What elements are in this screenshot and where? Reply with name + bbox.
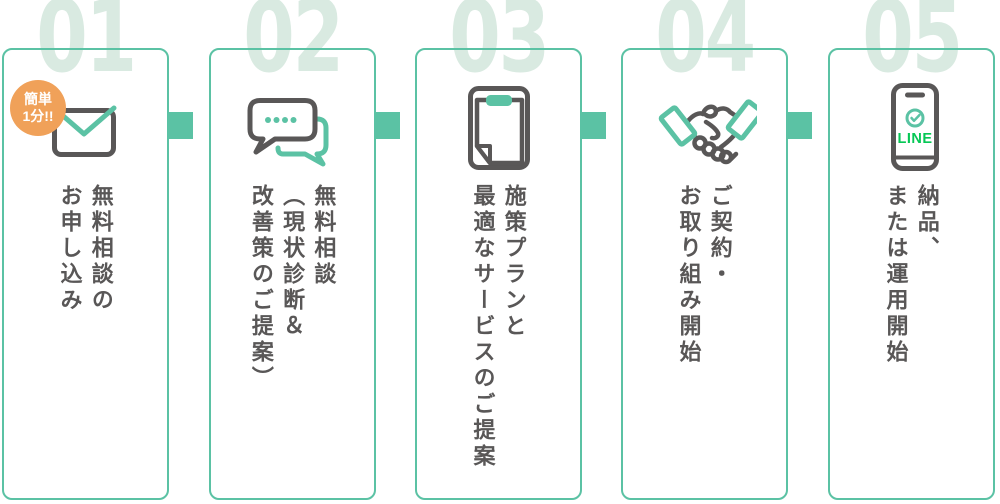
step-2: 02 無料相談 （現状診断＆ 改善策のご提案） [209, 0, 400, 504]
step-5: 05 LINE 納品、 または運用開始 [828, 0, 995, 504]
step-5-label: 納品、 または運用開始 [883, 184, 940, 366]
chat-bubbles-icon [245, 96, 345, 178]
step-2-label: 無料相談 （現状診断＆ 改善策のご提案） [248, 184, 337, 392]
step-3: 03 施策プランと 最適なサービスのご提案 [415, 0, 606, 504]
connector-square-1 [167, 112, 193, 139]
handshake-icon [655, 97, 765, 173]
step-3-label: 施策プランと 最適なサービスのご提案 [470, 184, 527, 470]
connector-square-4 [786, 112, 812, 139]
step-5-number: 05 [862, 0, 963, 95]
step-1: 01 簡単 1分!! 無料相談の お申し込み [2, 0, 193, 504]
connector-square-3 [580, 112, 606, 139]
step-1-number: 01 [36, 0, 137, 95]
step-2-number: 02 [243, 0, 344, 95]
smartphone-line-icon: LINE [890, 82, 940, 172]
connector-square-2 [374, 112, 400, 139]
badge-label: 簡単 1分!! [22, 91, 54, 124]
step-1-label: 無料相談の お申し込み [57, 184, 114, 314]
step-4-number: 04 [655, 0, 756, 95]
envelope-icon [50, 104, 118, 160]
badge-easy-1min: 簡単 1分!! [10, 80, 66, 136]
step-4: 04 [621, 0, 812, 504]
line-label: LINE [897, 131, 932, 147]
step-3-number: 03 [449, 0, 550, 95]
step-4-label: ご契約・ お取り組み開始 [676, 184, 733, 366]
document-icon [466, 84, 532, 172]
